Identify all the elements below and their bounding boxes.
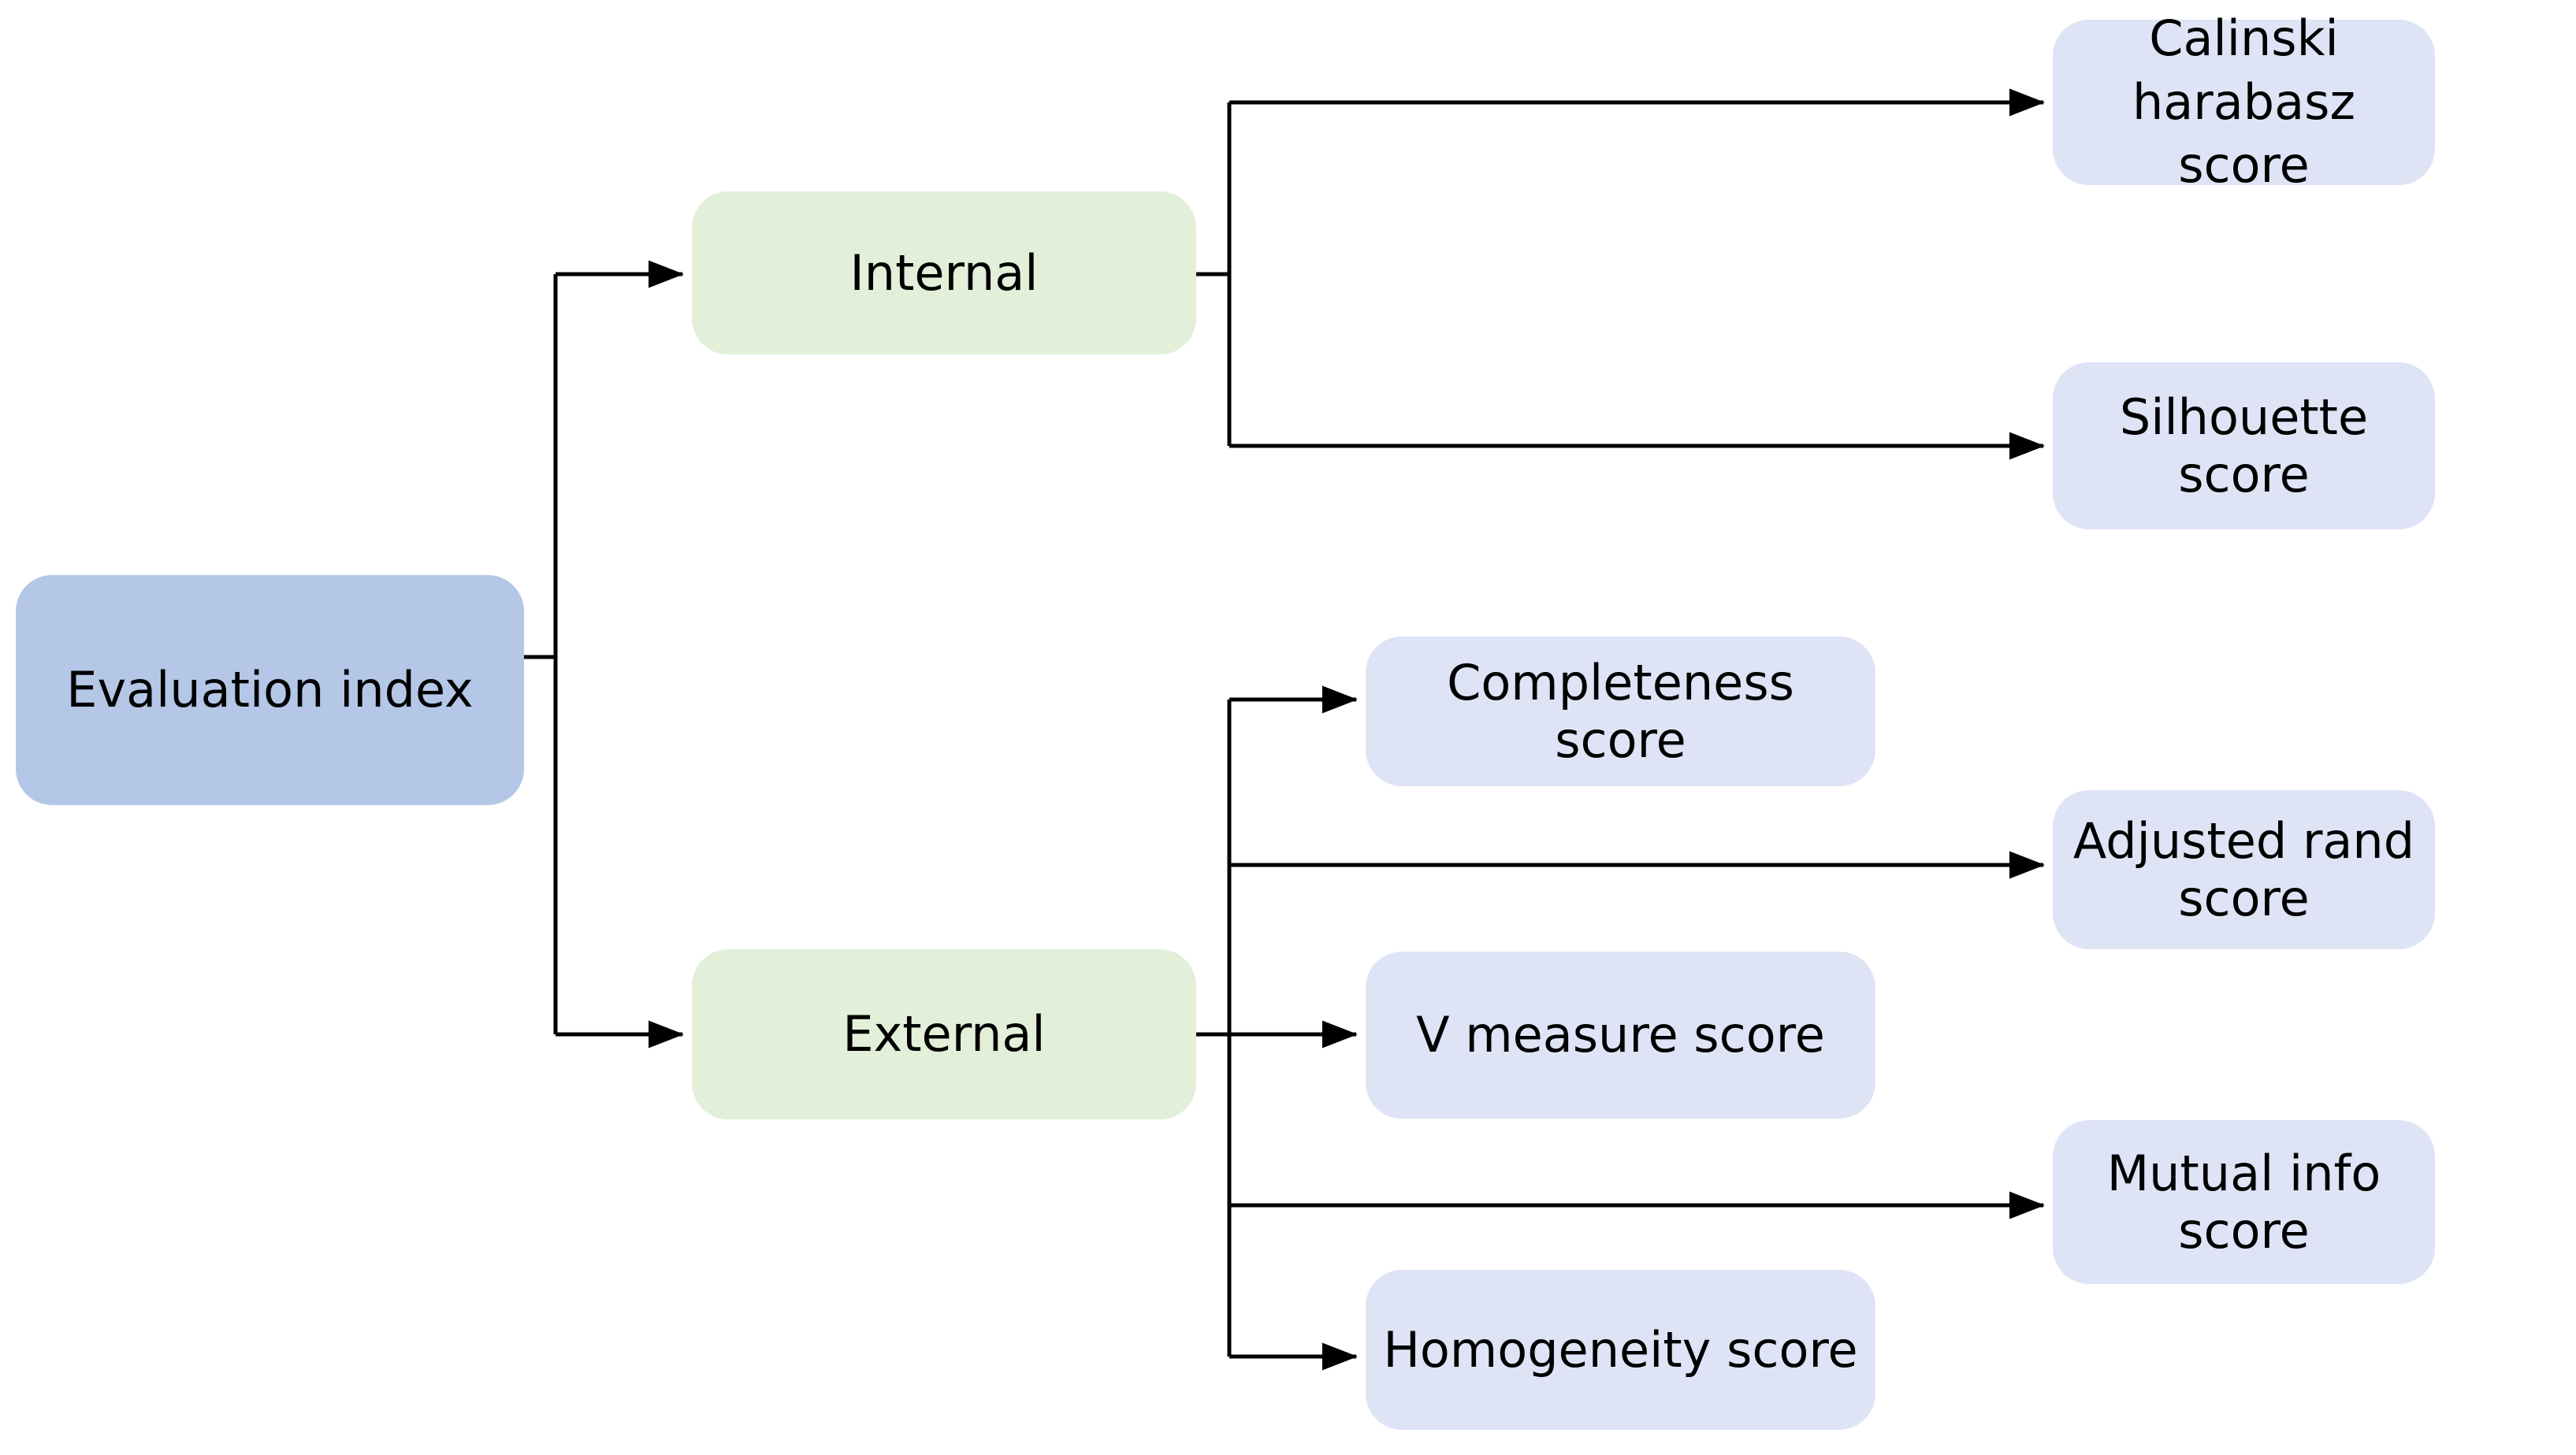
node-evaluation-index[interactable]: Evaluation index xyxy=(16,575,524,805)
node-adjusted-rand-score[interactable]: Adjusted rand score xyxy=(2053,790,2435,949)
node-calinski-harabasz-score[interactable]: Calinski harabasz score xyxy=(2053,9,2435,194)
node-label-internal: Internal xyxy=(849,243,1039,302)
node-completeness-score[interactable]: Completeness score xyxy=(1366,637,1875,786)
node-label-completeness-score: Completeness score xyxy=(1447,653,1794,769)
node-internal[interactable]: Internal xyxy=(692,191,1196,354)
node-label-adjusted-rand-score: Adjusted rand score xyxy=(2072,811,2415,927)
node-label-external: External xyxy=(842,1005,1046,1063)
node-homogeneity-score[interactable]: Homogeneity score xyxy=(1366,1270,1875,1430)
node-label-mutual-info-score: Mutual info score xyxy=(2106,1144,2381,1260)
node-label-evaluation-index: Evaluation index xyxy=(66,661,474,719)
node-label-calinski-harabasz-score: Calinski harabasz score xyxy=(2132,9,2355,195)
node-label-silhouette-score: Silhouette score xyxy=(2119,388,2369,503)
node-v-measure-score[interactable]: V measure score xyxy=(1366,952,1875,1119)
node-mutual-info-score[interactable]: Mutual info score xyxy=(2053,1120,2435,1284)
node-silhouette-score[interactable]: Silhouette score xyxy=(2053,362,2435,529)
node-label-homogeneity-score: Homogeneity score xyxy=(1383,1320,1858,1379)
node-label-v-measure-score: V measure score xyxy=(1416,1006,1825,1064)
node-external[interactable]: External xyxy=(692,949,1196,1119)
